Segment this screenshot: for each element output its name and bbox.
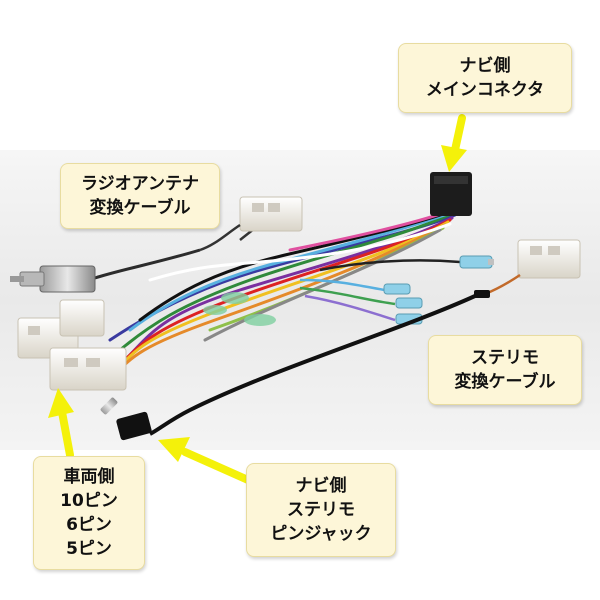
radio-adapter-connector	[94, 196, 303, 280]
stereo-pin-jack	[100, 294, 476, 441]
arrow-to-pin-jack	[158, 437, 252, 484]
callout-line: 6ピン	[66, 515, 112, 535]
arrow-to-nav-main	[441, 114, 467, 172]
pigtail-leads	[239, 219, 461, 322]
nav-main-connector	[430, 172, 472, 216]
callout-line: 5ピン	[66, 539, 112, 559]
shrink-sleeves	[203, 292, 276, 326]
harness-bundle	[103, 204, 464, 387]
callout-line: 車両側	[63, 467, 115, 487]
callout-line: ピンジャック	[270, 524, 372, 544]
callout-radio-antenna-adapter: ラジオアンテナ 変換ケーブル	[60, 163, 220, 229]
callout-line: ステリモ	[471, 348, 539, 368]
callout-line: ステリモ	[287, 500, 355, 520]
callout-nav-main-connector: ナビ側 メインコネクタ	[398, 43, 572, 113]
bullet-connectors	[383, 255, 494, 325]
antenna-plug	[10, 265, 96, 293]
callout-stereo-remote-adapter: ステリモ 変換ケーブル	[428, 335, 582, 405]
callout-nav-stereo-pin-jack: ナビ側 ステリモ ピンジャック	[246, 463, 396, 557]
callout-line: メインコネクタ	[425, 80, 545, 100]
callout-line: ラジオアンテナ	[81, 174, 199, 194]
callout-line: 変換ケーブル	[89, 198, 191, 218]
callout-line: ナビ側	[295, 476, 347, 496]
callout-vehicle-side: 車両側 10ピン 6ピン 5ピン	[33, 456, 145, 570]
callout-line: 変換ケーブル	[454, 372, 556, 392]
stereo-remote-connector	[474, 239, 581, 298]
arrow-to-vehicle-connectors	[48, 388, 74, 459]
vehicle-connectors	[17, 299, 127, 391]
callout-line: ナビ側	[459, 56, 511, 76]
callout-line: 10ピン	[60, 491, 118, 511]
